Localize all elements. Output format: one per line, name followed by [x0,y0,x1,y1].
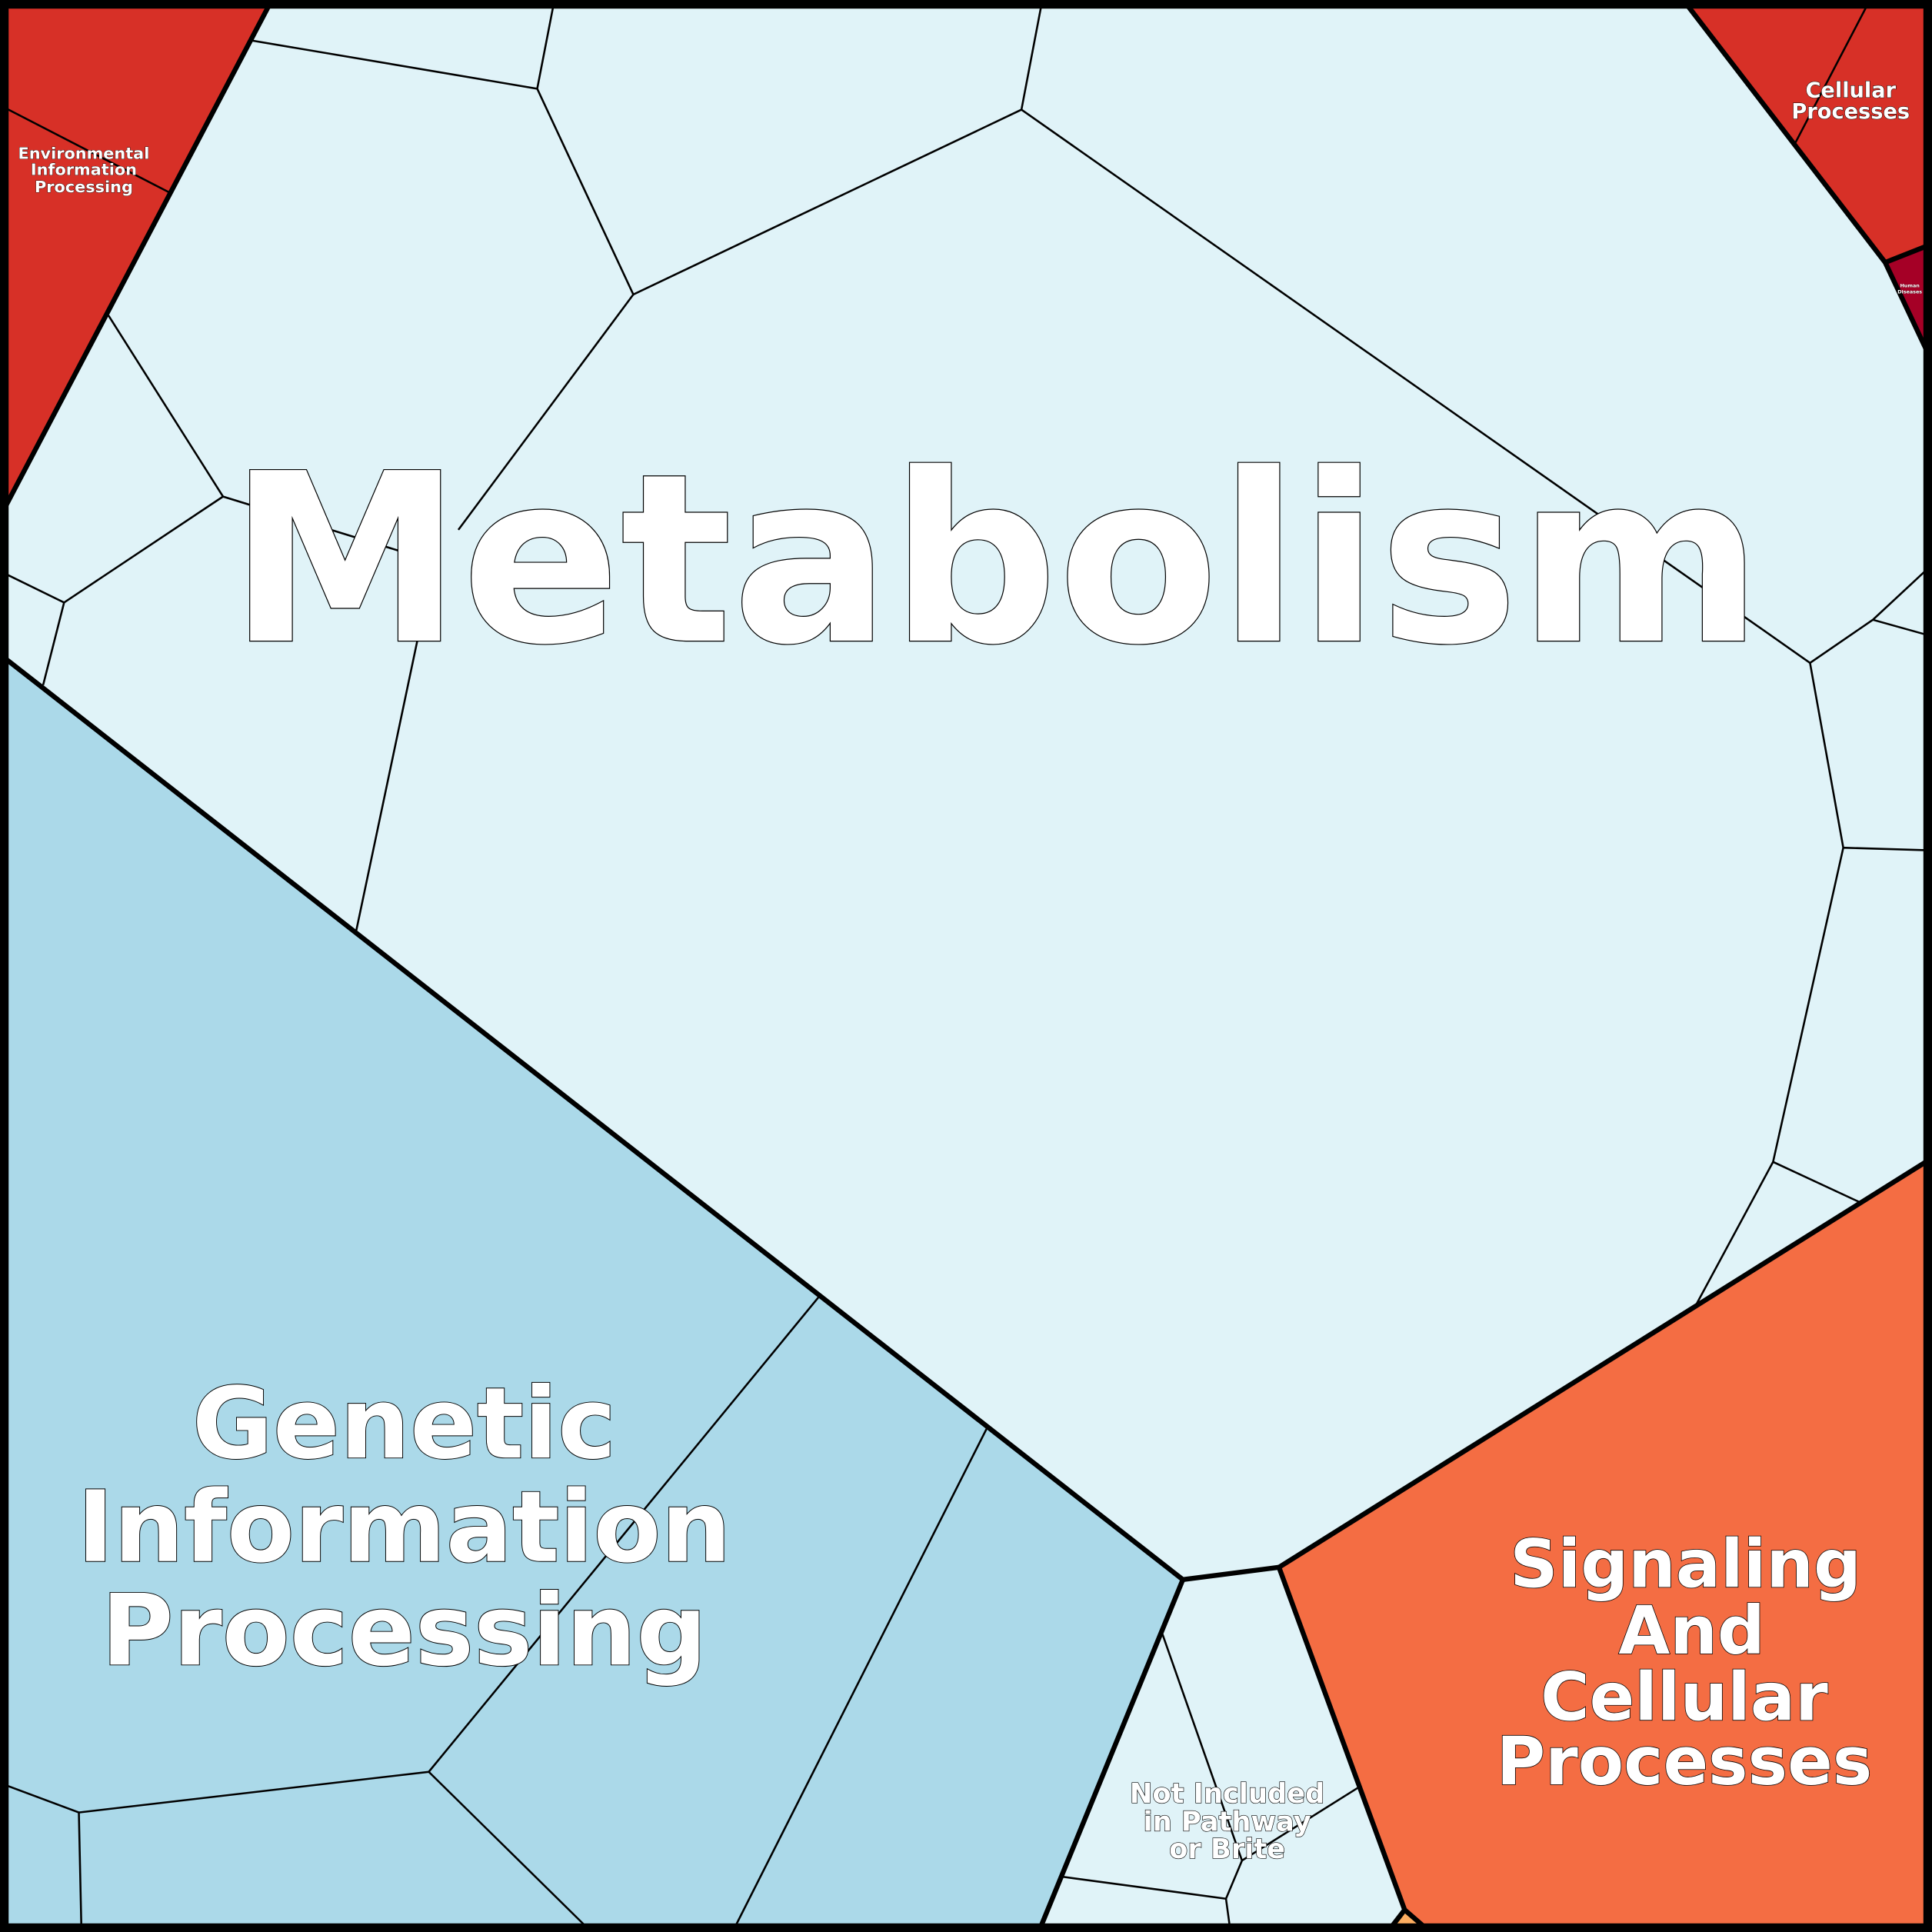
label-line: Processing [35,178,133,196]
genetic-information-region[interactable] [6,659,1183,1926]
cellular-processes-region[interactable] [1687,6,1926,263]
label-line: Not Included [1130,1778,1324,1810]
label-line: or Brite [1169,1834,1285,1865]
label-line: Environmental [18,145,150,163]
label-line: And [1618,1593,1764,1670]
label-metabolism: Metabolism [228,423,1762,696]
label-human-diseases: Human Diseases [1897,282,1922,295]
label-line: Genetic [192,1367,616,1481]
label-line: in Pathway [1144,1807,1311,1838]
label-line: Cellular [1805,79,1896,103]
label-line: Processes [1497,1724,1873,1800]
label-signaling: Signaling And Cellular Processes [1496,1526,1873,1801]
label-genetic: Genetic Information Processing [76,1366,731,1689]
label-not-included: Not Included in Pathway or Brite [1129,1777,1325,1865]
label-line: Human [1900,282,1920,288]
signaling-cellular-region[interactable] [1278,1161,1926,1926]
label-line: Processing [102,1574,708,1688]
label-cellular-processes: Cellular Processes [1791,78,1910,124]
label-line: Information [77,1471,731,1585]
label-line: Information [31,160,137,178]
label-environmental: Environmental Information Processing [18,144,150,196]
label-line: Signaling [1510,1526,1861,1603]
label-line: Cellular [1541,1659,1828,1736]
label-line: Diseases [1897,288,1922,295]
category-borders [4,5,1928,1928]
label-line: Processes [1791,100,1910,124]
cell-borders [5,5,1927,1927]
